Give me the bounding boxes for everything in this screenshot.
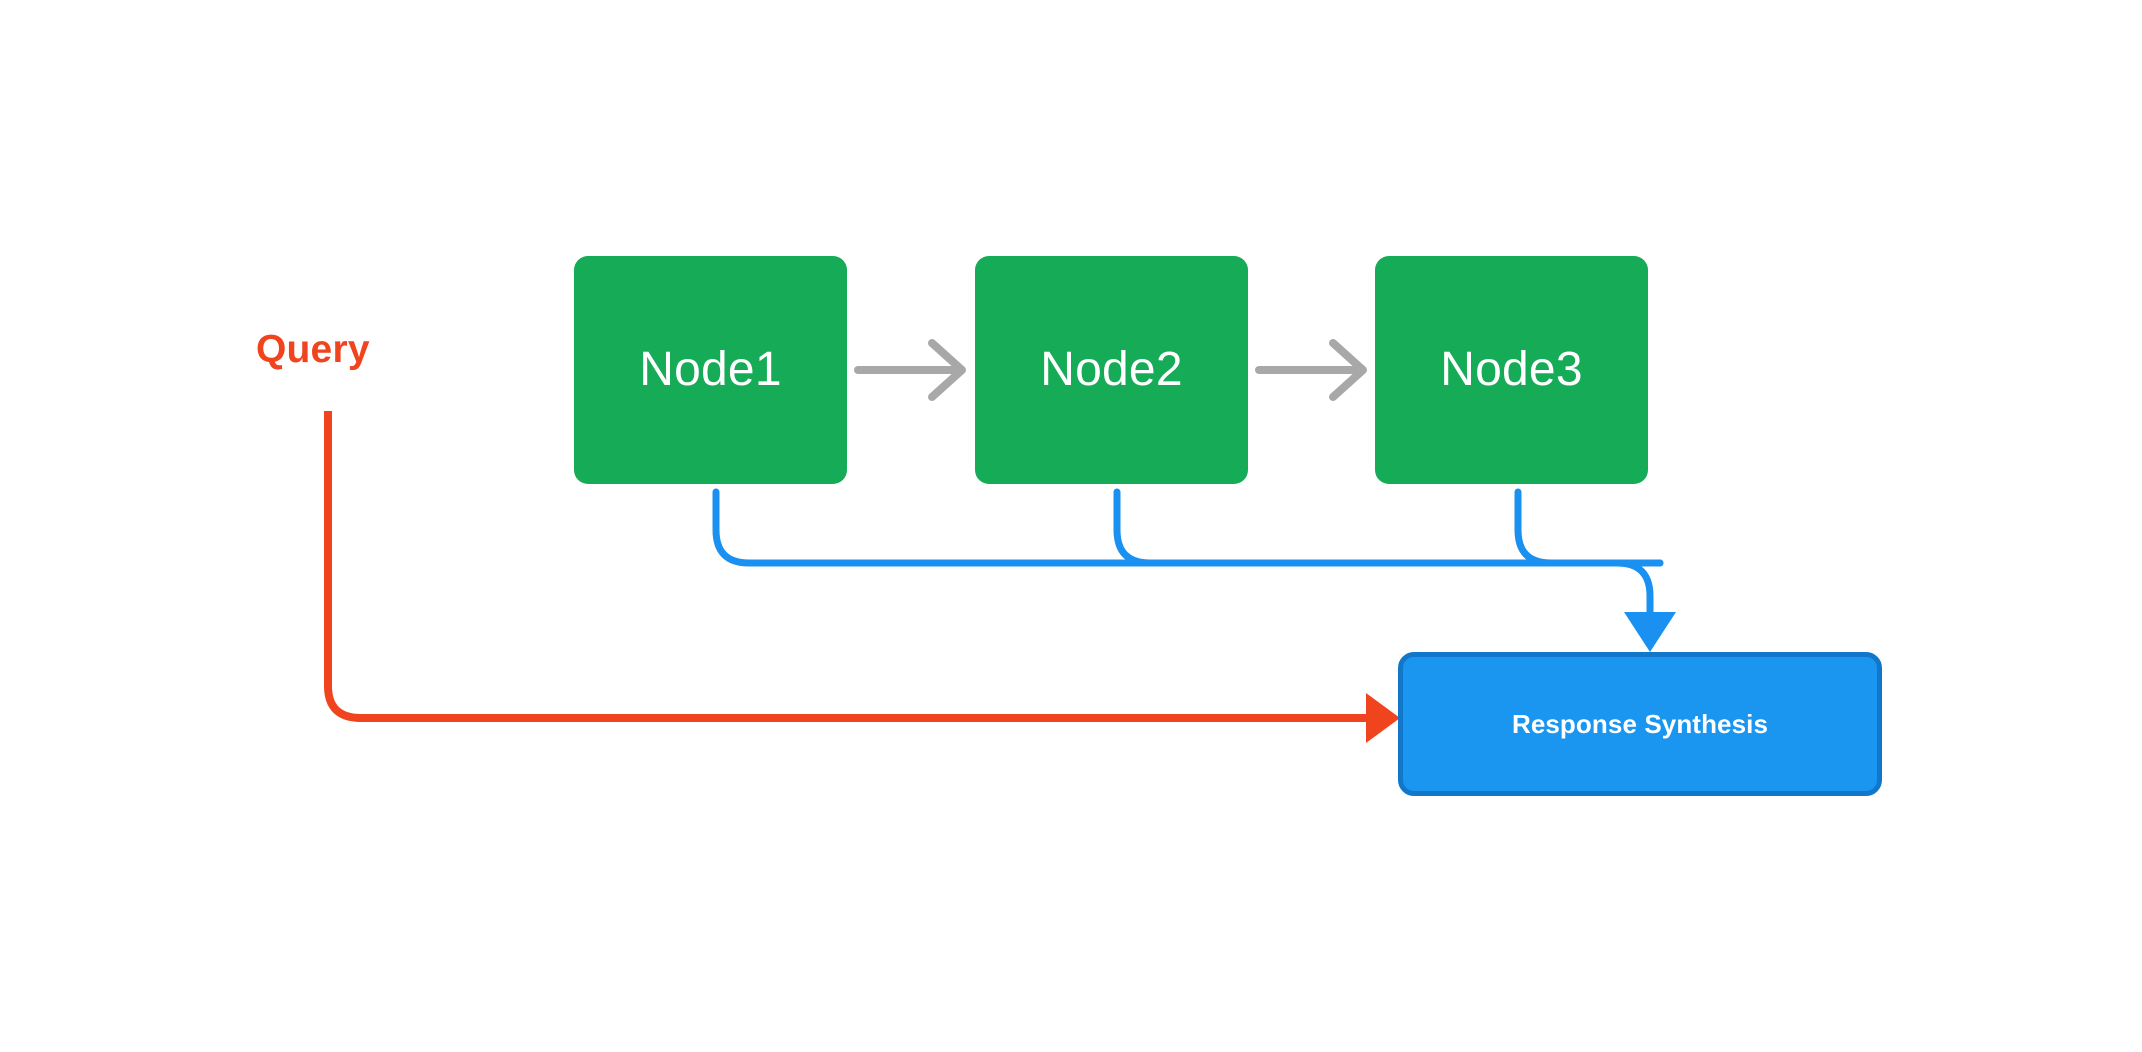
context-edge-node1	[712, 488, 1664, 567]
node-label: Node2	[1040, 343, 1183, 396]
context-edge-node3	[1514, 488, 1654, 618]
node-label: Node1	[639, 343, 782, 396]
node-node3[interactable]: Node3	[1375, 256, 1648, 484]
response-synthesis-label: Response Synthesis	[1511, 708, 1769, 739]
node-node2[interactable]: Node2	[975, 256, 1248, 484]
node-label: Node3	[1440, 343, 1583, 396]
query-label: Query	[256, 328, 370, 371]
sequence-arrow-node2-node3	[1255, 339, 1367, 401]
sequence-arrow-node1-node2	[854, 339, 966, 401]
context-edge-node2	[1113, 488, 1664, 567]
node-node1[interactable]: Node1	[574, 256, 847, 484]
response-synthesis-node[interactable]: Response Synthesis	[1398, 652, 1882, 796]
context-arrowhead	[1624, 612, 1676, 652]
query-arrowhead	[1366, 693, 1400, 743]
